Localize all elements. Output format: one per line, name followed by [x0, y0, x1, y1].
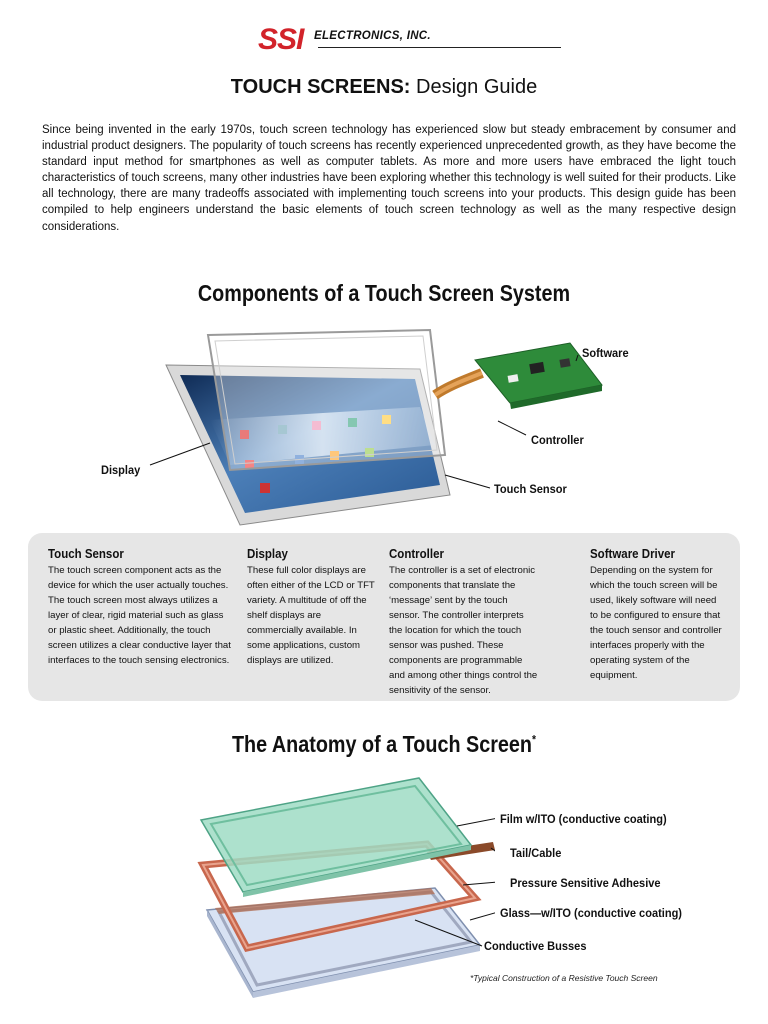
callout-display: Display — [101, 463, 140, 477]
callout-film: Film w/ITO (conductive coating) — [500, 812, 667, 826]
callout-busses: Conductive Busses — [484, 939, 586, 953]
components-info-panel: Touch Sensor The touch screen component … — [28, 533, 740, 701]
film-layer — [201, 778, 471, 897]
page-title: TOUCH SCREENS: Design Guide — [0, 76, 768, 99]
info-heading: Touch Sensor — [48, 547, 219, 561]
anatomy-illustration — [195, 770, 495, 1002]
callout-adhesive: Pressure Sensitive Adhesive — [510, 876, 661, 890]
info-heading: Controller — [389, 547, 527, 561]
info-column-software-driver: Software Driver Depending on the system … — [590, 547, 725, 683]
info-column-display: Display These full color displays are of… — [247, 547, 375, 668]
info-body: Depending on the system for which the to… — [590, 563, 725, 683]
page-title-bold: TOUCH SCREENS: — [231, 76, 411, 98]
page-title-regular: Design Guide — [410, 76, 537, 98]
info-body: The controller is a set of electronic co… — [389, 563, 539, 698]
components-title: Components of a Touch Screen System — [54, 280, 714, 307]
callout-tail-cable: Tail/Cable — [510, 846, 561, 860]
anatomy-title-text: The Anatomy of a Touch Screen — [232, 731, 532, 757]
anatomy-title-mark: * — [532, 732, 536, 746]
info-column-controller: Controller The controller is a set of el… — [389, 547, 539, 698]
logo-mark: SSI — [258, 26, 303, 54]
app-icon — [260, 483, 270, 493]
callout-glass: Glass—w/ITO (conductive coating) — [500, 906, 682, 920]
components-illustration — [90, 325, 650, 530]
logo-text: ELECTRONICS, INC. — [314, 30, 431, 42]
callout-touch-sensor: Touch Sensor — [494, 482, 567, 496]
info-column-touch-sensor: Touch Sensor The touch screen component … — [48, 547, 234, 668]
intro-paragraph: Since being invented in the early 1970s,… — [42, 122, 736, 235]
anatomy-title: The Anatomy of a Touch Screen* — [54, 731, 714, 758]
info-heading: Software Driver — [590, 547, 714, 561]
info-body: The touch screen component acts as the d… — [48, 563, 234, 668]
callout-controller: Controller — [531, 433, 584, 447]
logo-rule — [318, 47, 561, 48]
touch-sensor-glass — [208, 330, 445, 470]
callout-software: Software — [582, 346, 629, 360]
chip — [559, 358, 570, 368]
flex-tail — [435, 373, 482, 395]
footnote: *Typical Construction of a Resistive Tou… — [470, 973, 658, 983]
info-heading: Display — [247, 547, 365, 561]
info-body: These full color displays are often eith… — [247, 563, 375, 668]
company-logo: SSI ELECTRONICS, INC. — [258, 26, 508, 54]
